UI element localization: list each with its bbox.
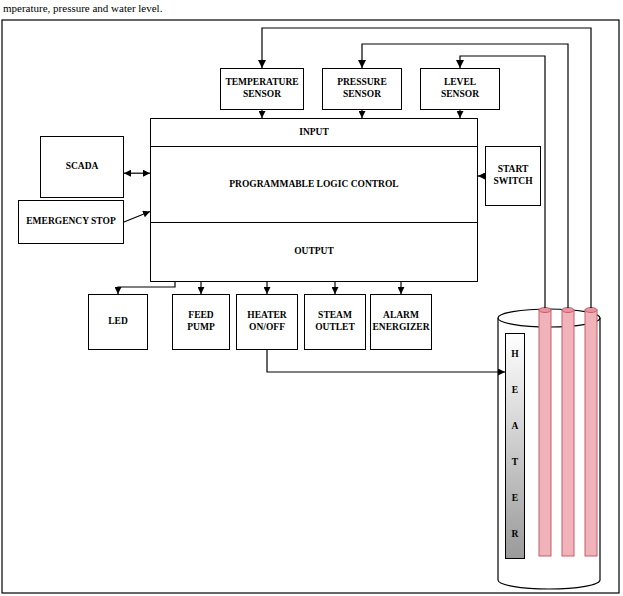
node-text: SCADA — [66, 161, 99, 173]
plc-output-band: OUTPUT — [150, 222, 478, 282]
node-text: TEMPERATURE SENSOR — [224, 77, 300, 101]
signal-arrow — [124, 211, 150, 222]
node-text: LEVEL SENSOR — [424, 77, 496, 101]
node-text: ALARM ENERGIZER — [373, 310, 430, 334]
signal-arrow — [200, 282, 201, 294]
scada-box: SCADA — [40, 136, 124, 198]
node-text: PRESSURE SENSOR — [326, 77, 398, 101]
signal-arrow — [334, 282, 335, 294]
node-text: EMERGENCY STOP — [26, 216, 115, 228]
node-text: STEAM OUTLET — [308, 310, 362, 334]
output-device-box: LED — [88, 294, 148, 350]
plc-core-band: PROGRAMMABLE LOGIC CONTROL — [150, 146, 478, 223]
signal-arrow — [266, 282, 267, 294]
node-text: PROGRAMMABLE LOGIC CONTROL — [229, 179, 398, 191]
node-text: INPUT — [299, 127, 329, 139]
signal-arrow — [459, 110, 460, 118]
signal-arrow — [400, 282, 401, 294]
figure-frame — [2, 20, 619, 593]
plc-input-band: INPUT — [150, 118, 478, 147]
output-device-box: STEAM OUTLET — [304, 294, 366, 350]
node-text: HEATER ON/OFF — [240, 310, 294, 334]
sensor-box: TEMPERATURE SENSOR — [220, 68, 304, 110]
signal-arrow — [261, 110, 262, 118]
switch-box: START SWITCH — [485, 146, 541, 206]
signal-arrow — [478, 175, 485, 176]
sensor-box: PRESSURE SENSOR — [322, 68, 402, 110]
sensor-probes — [539, 308, 597, 557]
output-device-box: HEATER ON/OFF — [236, 294, 298, 350]
node-text: FEED PUMP — [176, 310, 226, 334]
stop-box: EMERGENCY STOP — [18, 200, 124, 244]
output-device-box: ALARM ENERGIZER — [370, 294, 432, 350]
sensor-box: LEVEL SENSOR — [420, 68, 500, 110]
node-text: START SWITCH — [489, 164, 537, 188]
node-text: OUTPUT — [294, 246, 334, 258]
output-device-box: FEED PUMP — [172, 294, 230, 350]
signal-arrow — [267, 350, 505, 372]
signal-arrow — [361, 110, 362, 118]
node-text: LED — [108, 316, 128, 328]
signal-arrow — [118, 282, 175, 294]
node-text: HEATER — [510, 334, 520, 552]
boiler-tank — [498, 309, 600, 589]
signal-arrow — [124, 173, 150, 174]
caption-fragment: mperature, pressure and water level. — [3, 2, 162, 14]
heater-element: HEATER — [505, 333, 525, 559]
